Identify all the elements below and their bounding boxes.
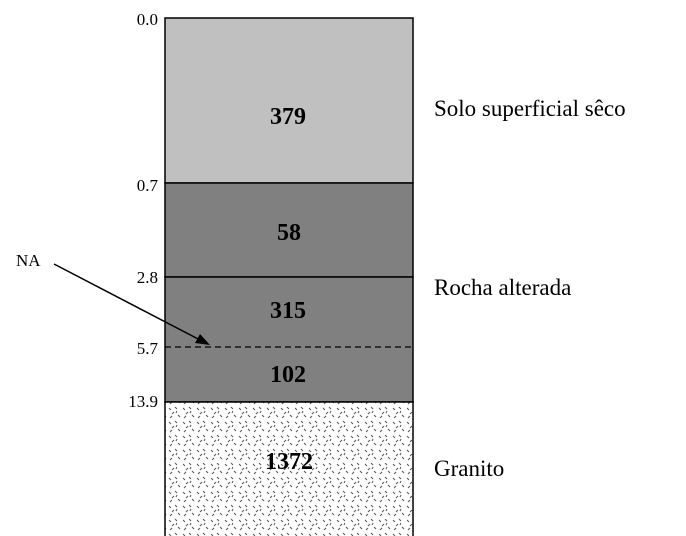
water-table-label: NA: [16, 251, 41, 270]
water-table-arrow-line: [53, 263, 203, 342]
layer-value: 379: [270, 104, 306, 130]
depth-label: 5.7: [137, 339, 159, 358]
layer-5-granito: [164, 401, 414, 536]
layer-value: 58: [277, 220, 301, 246]
layer-value: 102: [270, 362, 306, 388]
unit-name: Granito: [434, 456, 504, 481]
layer-4-rocha-alterada-lower: [165, 347, 413, 402]
unit-name: Rocha alterada: [434, 275, 571, 300]
depth-label: 2.8: [137, 268, 158, 287]
depth-label: 0.7: [137, 176, 159, 195]
layer-1-solo-superficial: [164, 17, 414, 184]
layer-value: 1372: [265, 449, 313, 475]
water-table-arrowhead: [195, 334, 210, 345]
depth-label: 0.0: [137, 10, 158, 29]
layer-value: 315: [270, 298, 306, 324]
depth-label: 13.9: [128, 392, 158, 411]
unit-name: Solo superficial sêco: [434, 96, 626, 121]
layer-2-rocha-alterada-upper: [164, 182, 414, 278]
layer-3-rocha-alterada-mid: [165, 277, 413, 347]
